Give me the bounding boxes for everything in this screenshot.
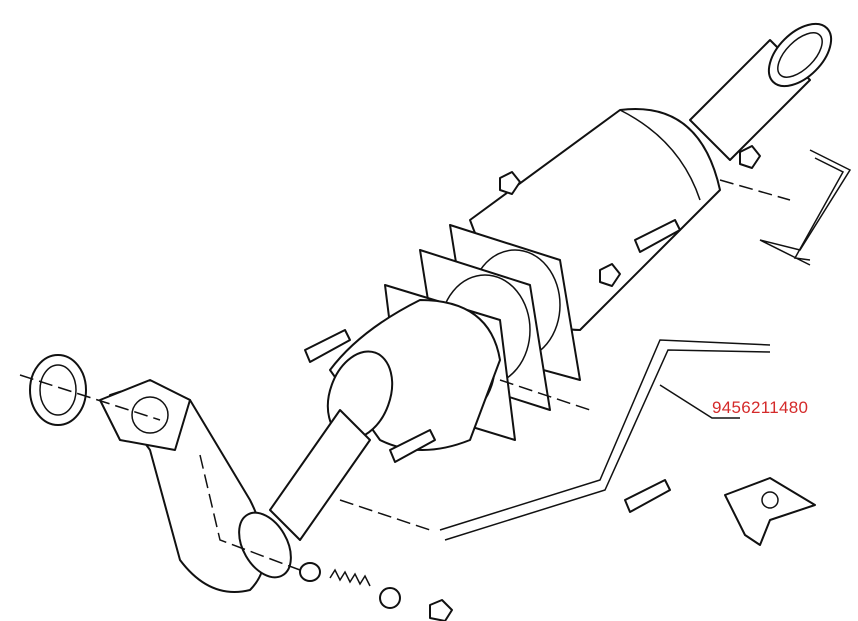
catalytic-converter <box>269 299 501 541</box>
leader-line <box>659 384 740 419</box>
pressure-pipes <box>439 149 852 541</box>
bolts <box>299 145 761 621</box>
down-pipe <box>99 379 292 593</box>
bracket <box>724 477 816 546</box>
rear-pipe <box>689 22 833 161</box>
part-number-label: 9456211480 <box>712 398 809 417</box>
sealing-ring <box>29 354 87 426</box>
assembly-lines <box>19 179 791 571</box>
